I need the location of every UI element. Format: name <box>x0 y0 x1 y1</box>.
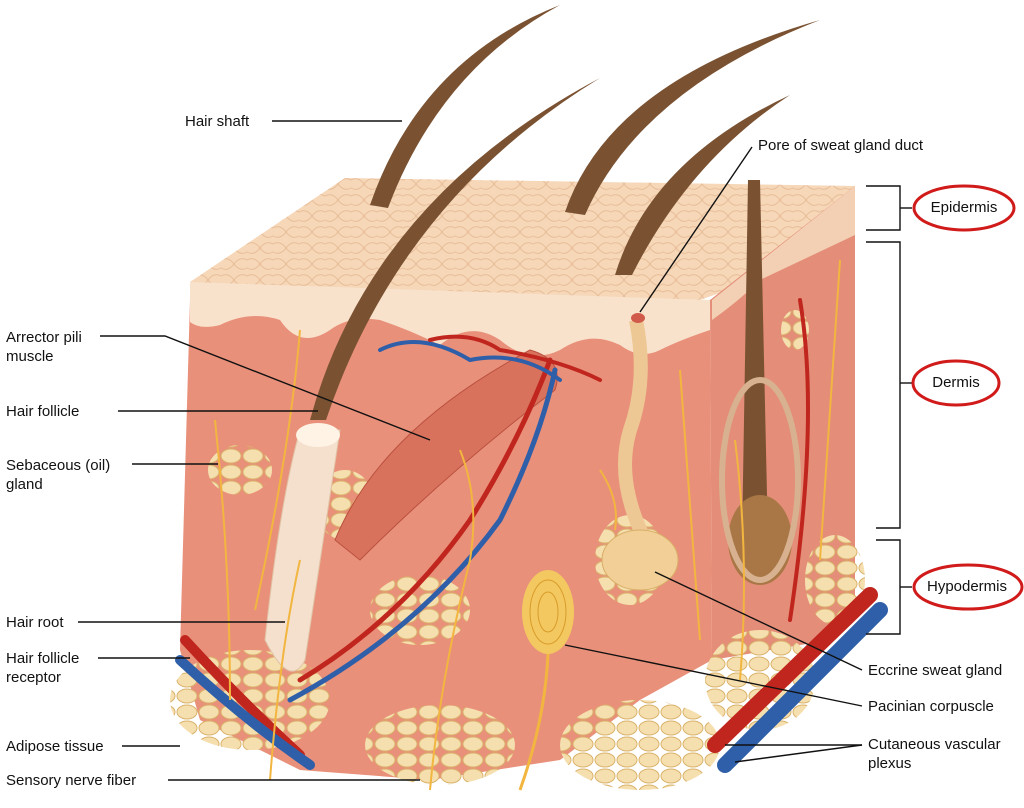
hair-follicle-front <box>264 423 341 672</box>
hair-shafts <box>310 5 820 585</box>
sweat-gland <box>601 313 679 591</box>
label-cutaneous-vascular-plexus: Cutaneous vascular plexus <box>868 736 1001 772</box>
layer-highlight-rings <box>911 184 1024 611</box>
label-eccrine-sweat-gland: Eccrine sweat gland <box>868 662 1003 679</box>
label-hair-follicle-receptor: Hair follicle receptor <box>6 650 80 686</box>
label-adipose-tissue: Adipose tissue <box>6 738 104 755</box>
pacinian-corpuscle <box>518 570 574 791</box>
label-hair-shaft: Hair shaft <box>185 113 250 130</box>
blood-vessels <box>175 298 888 773</box>
layer-label-dermis: Dermis <box>932 374 980 391</box>
epidermis-front-band <box>190 282 710 356</box>
leader-lines <box>78 120 912 781</box>
label-arrector-pili-muscle: Arrector pili muscle <box>6 329 82 365</box>
label-pore-of-sweat-gland-duct: Pore of sweat gland duct <box>758 137 924 154</box>
adipose-lobules <box>170 310 865 790</box>
label-hair-follicle: Hair follicle <box>6 403 80 420</box>
label-pacinian-corpuscle: Pacinian corpuscle <box>868 698 994 715</box>
label-sensory-nerve-fiber: Sensory nerve fiber <box>6 772 137 789</box>
layer-label-hypodermis: Hypodermis <box>926 578 1008 595</box>
layer-label-epidermis: Epidermis <box>930 199 998 216</box>
nerve-fibers <box>214 259 841 791</box>
label-sebaceous-gland: Sebaceous (oil) gland <box>6 457 111 493</box>
label-hair-root: Hair root <box>6 614 64 631</box>
